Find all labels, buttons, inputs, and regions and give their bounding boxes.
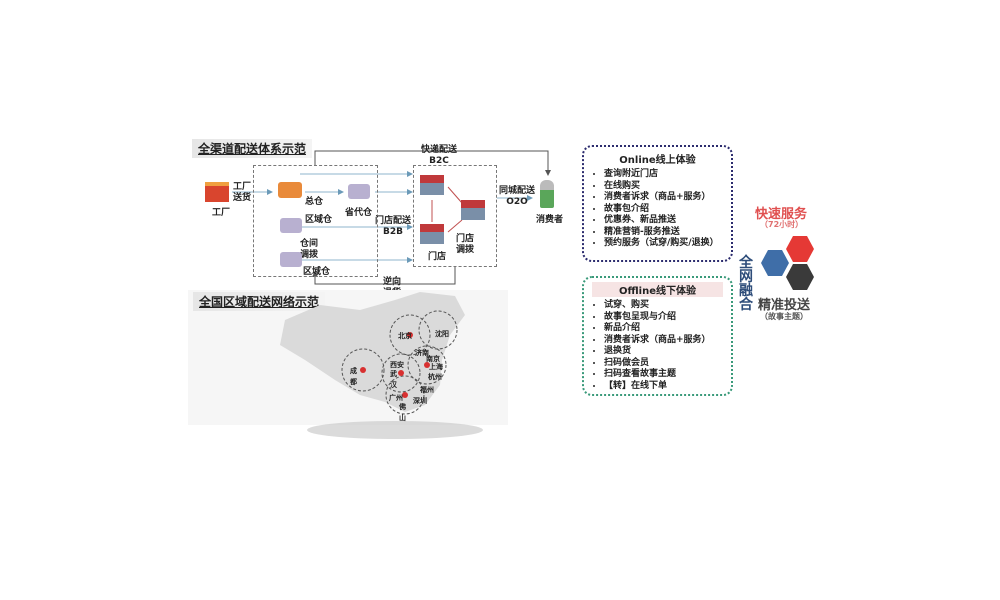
online-item: 消费者诉求（商品+服务） xyxy=(604,192,723,204)
offline-item: 扫码做会员 xyxy=(604,358,723,370)
province-warehouse-icon xyxy=(348,184,370,199)
main-warehouse-icon xyxy=(278,182,302,198)
offline-item: 扫码查看故事主题 xyxy=(604,369,723,381)
precise-delivery-title: 精准投送 xyxy=(758,298,811,313)
offline-item: 消费者诉求（商品+服务） xyxy=(604,335,723,347)
factory-icon xyxy=(205,182,229,202)
online-item: 查询附近门店 xyxy=(604,169,723,181)
channel-title: 全渠道配送体系示范 xyxy=(192,139,313,158)
city-label: 深圳 xyxy=(413,397,427,405)
offline-item: 【转】在线下单 xyxy=(604,381,723,393)
store-group xyxy=(413,165,497,267)
city-label: 杭州 xyxy=(428,373,442,381)
consumer-icon xyxy=(540,180,554,208)
city-label: 佛山 xyxy=(399,403,406,422)
city-label: 武汉 xyxy=(390,370,397,389)
factory-label: 工厂 xyxy=(212,208,231,218)
offline-item: 故事包呈现与介绍 xyxy=(604,312,723,324)
network-title: 全国区域配送网络示范 xyxy=(193,292,326,311)
city-label: 西安 xyxy=(390,361,404,369)
city-label: 济南 xyxy=(415,349,429,357)
city-label: 沈阳 xyxy=(435,330,449,338)
offline-title: Offline线下体验 xyxy=(592,282,723,297)
transfer-label: 仓间调拨 xyxy=(300,239,319,260)
b2c-label: 快递配送 xyxy=(421,145,458,155)
city-label: 北京 xyxy=(398,332,412,340)
city-label: 上海 xyxy=(429,363,443,371)
city-label: 南京 xyxy=(426,355,440,363)
fusion-label: 全网融合 xyxy=(739,255,753,313)
online-item: 在线购买 xyxy=(604,181,723,193)
china-shape xyxy=(280,292,465,412)
online-title: Online线上体验 xyxy=(619,155,696,166)
red-hexagon xyxy=(786,236,814,262)
offline-panel: Offline线下体验 试穿、购买 故事包呈现与介绍 新品介绍 消费者诉求（商品… xyxy=(582,276,733,396)
precise-delivery-sub: （故事主题） xyxy=(760,312,808,321)
online-item: 精准营销-服务推送 xyxy=(604,227,723,239)
b2c-code: B2C xyxy=(429,156,449,166)
b2b-label: 门店配送 xyxy=(375,216,412,226)
o2o-label: 同城配送 xyxy=(499,186,536,196)
store-transfer-label: 门店调拨 xyxy=(456,234,475,255)
city-label: 广州 xyxy=(389,394,403,402)
offline-item: 退换货 xyxy=(604,346,723,358)
region-warehouse-label: 区域仓 xyxy=(305,215,333,225)
city-label: 福州 xyxy=(420,386,434,394)
fast-service-title: 快速服务 xyxy=(755,207,808,222)
map-shadow xyxy=(307,421,483,439)
fast-service-sub: （72小时） xyxy=(760,220,804,229)
b2b-code: B2B xyxy=(383,227,403,237)
region-warehouse-icon xyxy=(280,252,302,267)
warehouse-group xyxy=(253,165,378,277)
region-warehouse-label: 区域仓 xyxy=(303,267,331,277)
online-item: 故事包介绍 xyxy=(604,204,723,216)
o2o-code: O2O xyxy=(506,197,528,207)
online-panel: Online线上体验 查询附近门店 在线购买 消费者诉求（商品+服务） 故事包介… xyxy=(582,145,733,262)
offline-item: 新品介绍 xyxy=(604,323,723,335)
blue-hexagon xyxy=(761,250,789,276)
online-item: 预约服务（试穿/购买/退换） xyxy=(604,238,723,250)
store-icon xyxy=(461,200,485,220)
city-label: 成都 xyxy=(350,367,357,386)
province-warehouse-label: 省代仓 xyxy=(345,208,373,218)
online-item: 优惠券、新品推送 xyxy=(604,215,723,227)
main-warehouse-label: 总仓 xyxy=(305,197,324,207)
store-label: 门店 xyxy=(428,252,447,262)
factory-ship-label: 工厂送货 xyxy=(233,182,252,203)
store-icon xyxy=(420,175,444,195)
dark-hexagon xyxy=(786,264,814,290)
offline-item: 试穿、购买 xyxy=(604,300,723,312)
store-icon xyxy=(420,224,444,244)
region-warehouse-icon xyxy=(280,218,302,233)
consumer-label: 消费者 xyxy=(536,215,564,225)
